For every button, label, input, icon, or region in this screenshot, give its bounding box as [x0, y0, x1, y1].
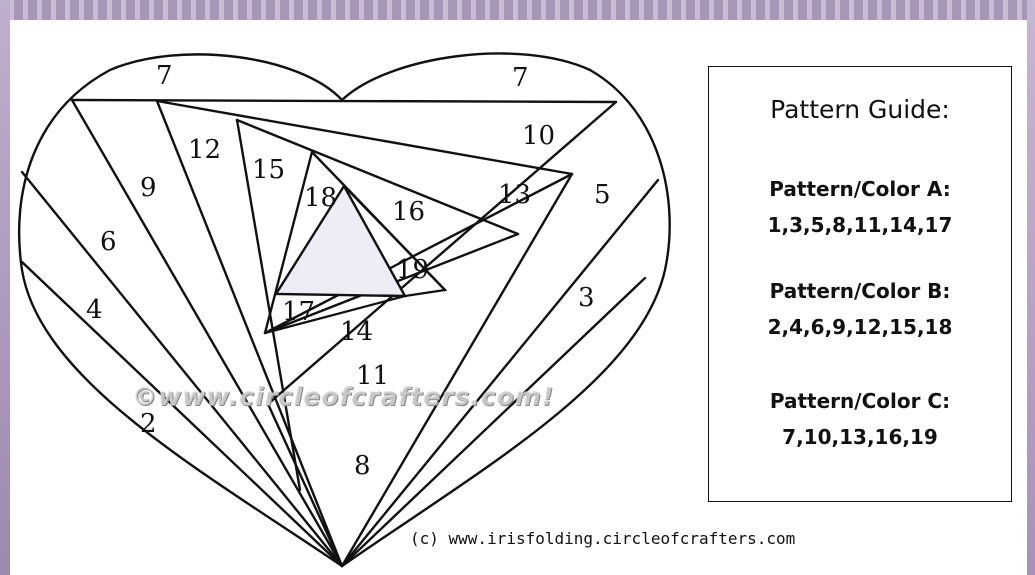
segment-label-10: 10	[522, 121, 555, 151]
segment-label-7-left: 7	[156, 61, 173, 91]
guide-group-c: Pattern/Color C: 7,10,13,16,19	[709, 389, 1011, 449]
group-numbers-b: 2,4,6,9,12,15,18	[709, 315, 1011, 339]
segment-label-6: 6	[100, 227, 117, 257]
credit-url: (c) www.irisfolding.circleofcrafters.com	[410, 529, 795, 548]
segment-label-9: 9	[140, 173, 157, 203]
segment-label-2: 2	[140, 409, 157, 439]
segment-label-13: 13	[498, 180, 531, 210]
fan-line-1	[72, 100, 342, 566]
group-numbers-c: 7,10,13,16,19	[709, 425, 1011, 449]
segment-label-3: 3	[578, 283, 595, 313]
segment-label-17: 17	[282, 297, 315, 327]
segment-label-8: 8	[354, 451, 371, 481]
group-label-b: Pattern/Color B:	[709, 279, 1011, 303]
heart-outline	[19, 54, 670, 566]
segment-label-16: 16	[392, 197, 425, 227]
segment-label-12: 12	[188, 135, 221, 165]
segment-label-4: 4	[86, 295, 103, 325]
fan-line-3	[22, 172, 342, 566]
group-numbers-a: 1,3,5,8,11,14,17	[709, 213, 1011, 237]
segment-label-18: 18	[304, 183, 337, 213]
line-top	[72, 100, 616, 102]
segment-label-5: 5	[594, 180, 611, 210]
segment-label-19: 19	[396, 255, 429, 285]
segment-label-14: 14	[340, 317, 373, 347]
center-triangle	[276, 186, 405, 296]
segment-label-15: 15	[252, 155, 285, 185]
fan-line-6	[342, 180, 658, 566]
group-label-c: Pattern/Color C:	[709, 389, 1011, 413]
pattern-guide-box: Pattern Guide: Pattern/Color A: 1,3,5,8,…	[708, 66, 1012, 502]
group-label-a: Pattern/Color A:	[709, 177, 1011, 201]
fan-line-2	[157, 101, 342, 566]
watermark: ©www.circleofcrafters.com!	[132, 382, 554, 411]
fan-line-7	[342, 278, 645, 566]
segment-label-7-right: 7	[512, 63, 529, 93]
guide-title: Pattern Guide:	[709, 95, 1011, 124]
guide-group-b: Pattern/Color B: 2,4,6,9,12,15,18	[709, 279, 1011, 339]
guide-group-a: Pattern/Color A: 1,3,5,8,11,14,17	[709, 177, 1011, 237]
